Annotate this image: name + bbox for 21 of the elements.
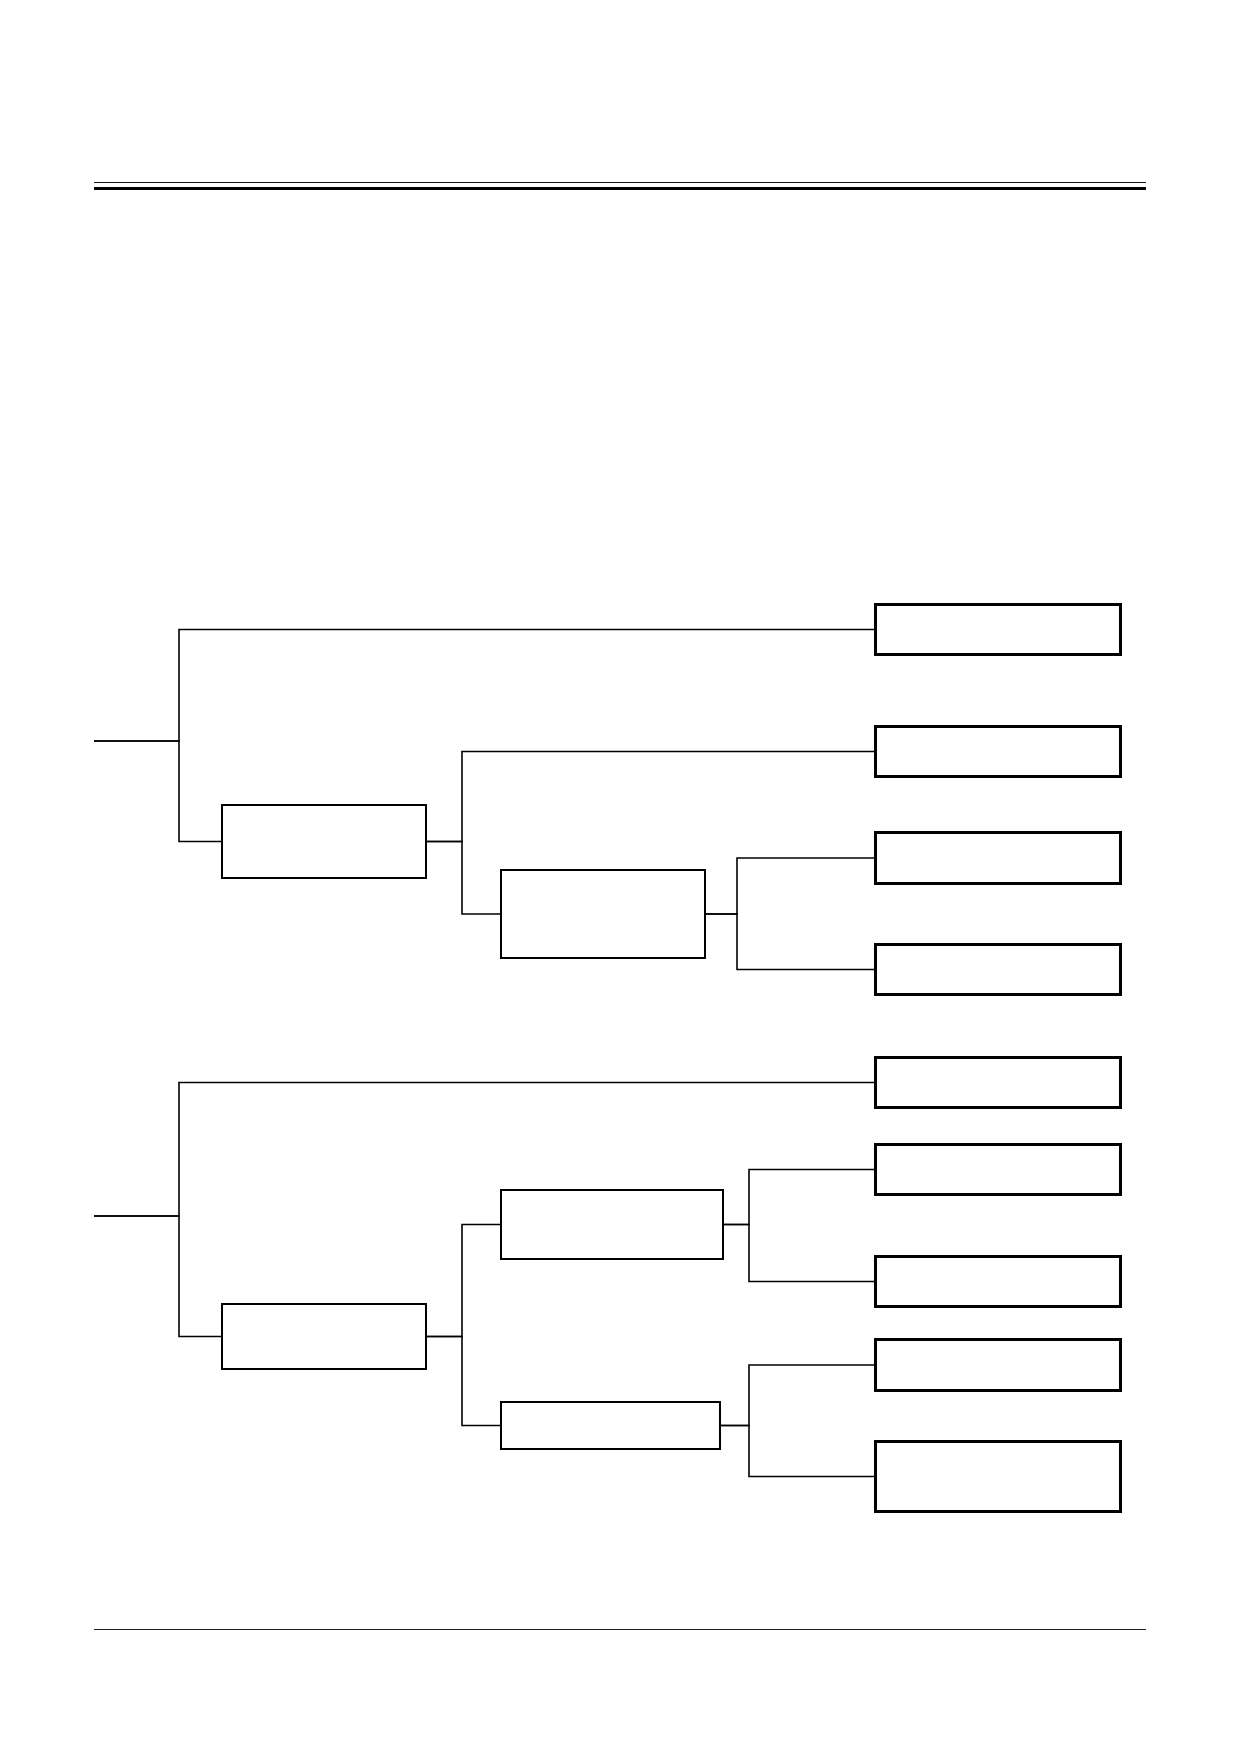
connector-line [93, 1215, 222, 1338]
empty-box [221, 1303, 427, 1370]
empty-box [874, 1440, 1122, 1513]
empty-box [874, 1056, 1122, 1109]
empty-box [874, 725, 1122, 778]
connector-line [720, 1424, 875, 1478]
empty-box [500, 1189, 724, 1260]
empty-box [874, 1143, 1122, 1196]
empty-box [500, 1401, 721, 1450]
connector-line [723, 1223, 875, 1283]
empty-box [874, 1338, 1122, 1392]
empty-box [874, 1255, 1122, 1308]
empty-box [874, 831, 1122, 885]
empty-box [500, 869, 706, 959]
connector-line [426, 1335, 501, 1427]
empty-box [874, 603, 1122, 656]
empty-box [874, 943, 1122, 996]
connector-line [93, 740, 222, 843]
connector-line [426, 840, 501, 915]
empty-box [221, 804, 427, 879]
connector-line [705, 913, 875, 971]
